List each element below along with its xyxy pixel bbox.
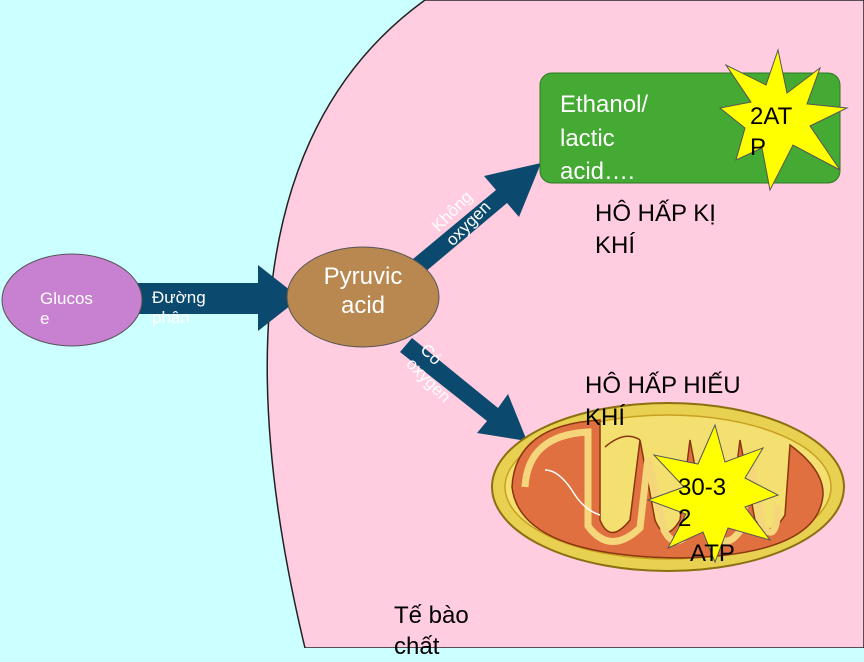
pyruvic-acid-label: Pyruvic acid <box>323 263 403 319</box>
aerobic-atp-star <box>646 423 780 564</box>
no-oxygen-arrow <box>407 163 541 278</box>
anaerobic-atp-star <box>718 48 849 192</box>
aerobic-atp-unit: ATP <box>690 540 735 567</box>
glycolysis-arrow <box>135 265 300 331</box>
pyruvic-acid-node <box>286 246 440 348</box>
glucose-label: Glucos e <box>40 289 93 329</box>
diagram-canvas <box>1 0 864 648</box>
glycolysis-label: Đường phân <box>152 288 206 328</box>
cytoplasm-label: Tế bào chất <box>394 602 469 661</box>
anaerobic-respiration-title: HÔ HẤP KỊ KHÍ <box>595 200 716 260</box>
glucose-node <box>1 253 143 347</box>
anaerobic-atp-label: 2AT P <box>750 103 793 162</box>
ethanol-label: Ethanol/ lactic acid…. <box>560 91 649 186</box>
aerobic-respiration-title: HÔ HẤP HIẾU KHÍ <box>585 372 741 432</box>
aerobic-atp-number: 30-3 2 <box>678 474 727 533</box>
oxygen-arrow <box>400 338 527 441</box>
